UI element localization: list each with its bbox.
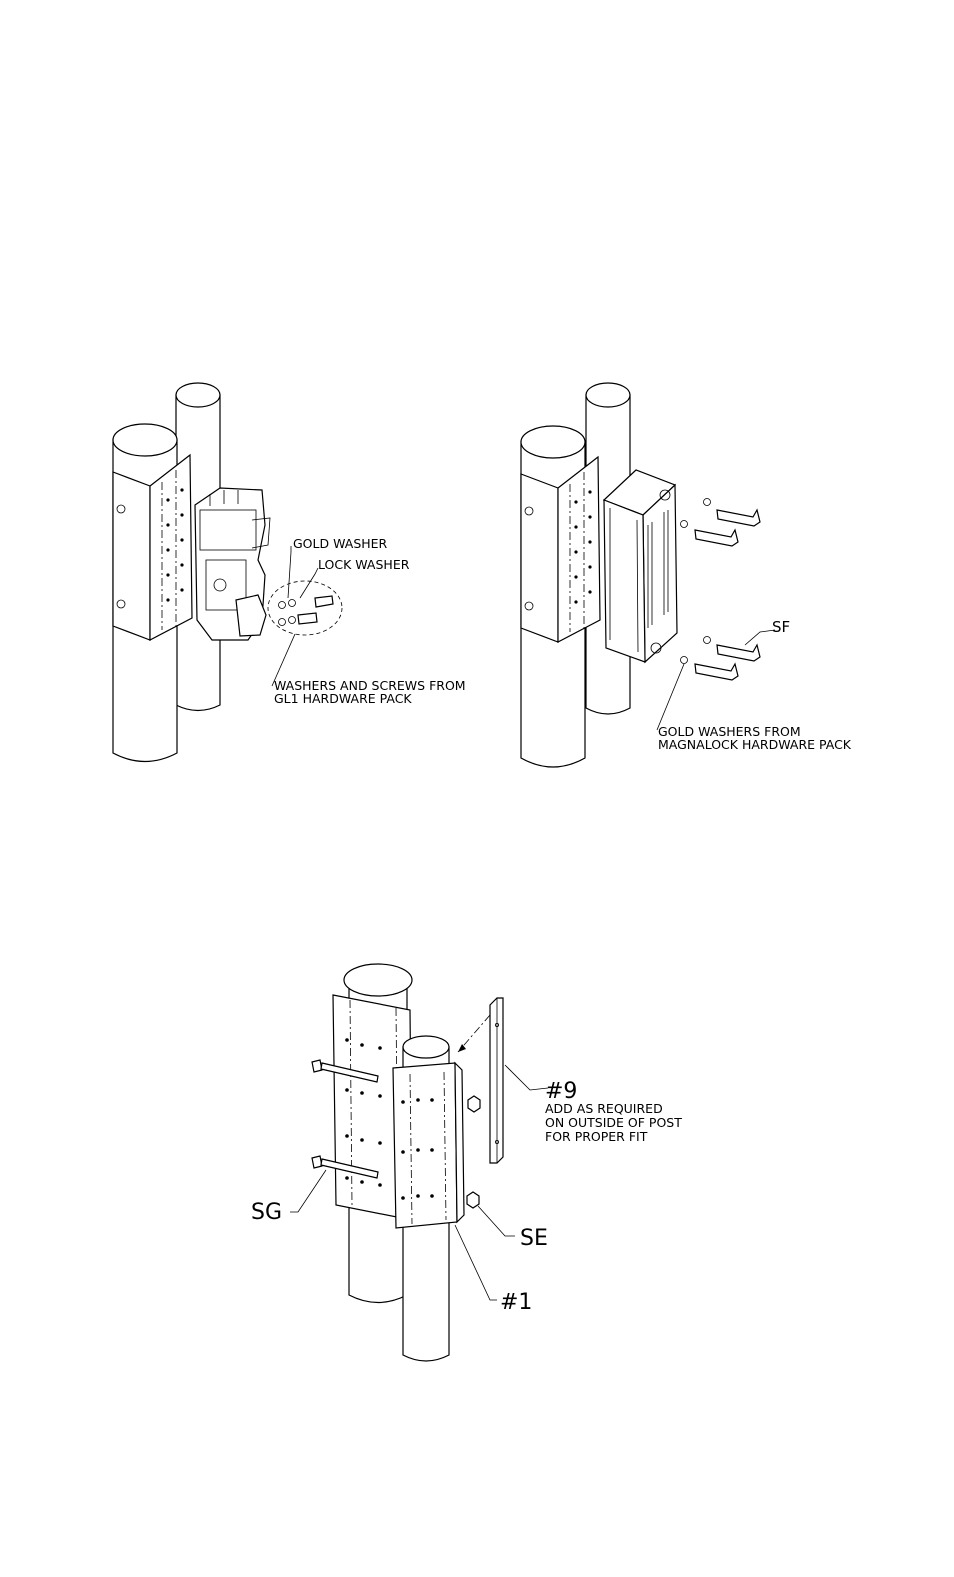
post-bracket: [112, 453, 193, 641]
bolts-sg: [311, 1059, 379, 1179]
label-note-line3: FOR PROPER FIT: [545, 1129, 648, 1144]
label-washers-screws-line1: WASHERS AND SCREWS FROM: [274, 678, 466, 693]
leader-gold-washers: [656, 663, 685, 731]
leader-part-1: [454, 1224, 497, 1301]
label-part-1: #1: [500, 1290, 532, 1315]
shim-part-9: [489, 997, 504, 1164]
label-sg: SG: [251, 1200, 282, 1225]
magnalock-body: [602, 469, 678, 664]
label-note-line1: ADD AS REQUIRED: [545, 1101, 663, 1116]
leader-sf: [744, 629, 776, 646]
label-se: SE: [520, 1226, 548, 1251]
label-part-9: #9: [545, 1079, 577, 1104]
gl1-lock-body: [194, 487, 271, 641]
gl1-hardware: [267, 580, 343, 636]
leader-gold-washer: [287, 546, 292, 599]
post-bracket: [520, 455, 601, 643]
label-gold-washers-line1: GOLD WASHERS FROM: [658, 724, 801, 739]
figure-post-adapter: #9 ADD AS REQUIRED ON OUTSIDE OF POST FO…: [251, 963, 682, 1362]
label-gold-washer: GOLD WASHER: [293, 536, 388, 551]
leader-lock-washer: [299, 567, 319, 599]
label-lock-washer: LOCK WASHER: [318, 557, 410, 572]
label-sf: SF: [772, 618, 790, 636]
leader-gl1-hardware: [271, 633, 296, 687]
nuts-se: [466, 1095, 481, 1209]
bracket-part-1: [392, 1061, 465, 1229]
figure-gl1-lock-mount: GOLD WASHER LOCK WASHER WASHERS AND SCRE…: [112, 382, 466, 762]
label-gold-washers-line2: MAGNALOCK HARDWARE PACK: [658, 737, 852, 752]
magnalock-screws: [680, 498, 761, 681]
label-washers-screws-line2: GL1 HARDWARE PACK: [274, 691, 412, 706]
label-note-line2: ON OUTSIDE OF POST: [545, 1115, 682, 1130]
leader-sg: [290, 1169, 327, 1213]
figure-magnalock-mount: SF GOLD WASHERS FROM MAGNALOCK HARDWARE …: [520, 382, 852, 768]
leader-se: [477, 1205, 515, 1237]
leader-part-9: [504, 1064, 549, 1091]
placement-arrow: [458, 1044, 466, 1052]
